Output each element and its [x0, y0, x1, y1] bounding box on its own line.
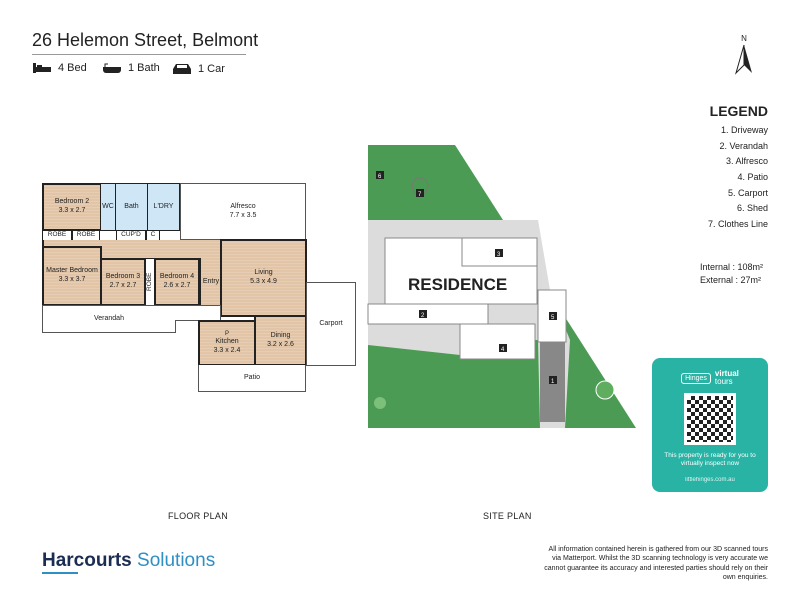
legend-item: 5. Carport [727, 188, 768, 198]
legend-title: LEGEND [709, 103, 768, 119]
room-laundry: L'DRY [147, 183, 180, 231]
patio: Patio [198, 365, 306, 392]
marker-driveway: 1 [551, 379, 555, 385]
marker-verandah: 2 [421, 313, 425, 319]
brand-tours: tours [714, 377, 733, 386]
marker-clothes-line: 7 [418, 192, 422, 198]
qr-code[interactable] [684, 393, 736, 445]
marker-shed: 6 [378, 174, 382, 180]
room-wc: WC [100, 183, 116, 231]
patio-area [459, 323, 536, 360]
harcourts-logo: Harcourts Solutions [42, 550, 216, 571]
room-bath: Bath [115, 183, 148, 231]
tree [595, 380, 615, 400]
verandah-area [367, 303, 489, 325]
bed-feature: 4 Bed [32, 62, 87, 74]
bath-feature: 1 Bath [102, 62, 160, 74]
north-arrow: N [734, 34, 754, 80]
property-address: 26 Helemon Street, Belmont [32, 30, 259, 50]
legend-item: 6. Shed [736, 203, 768, 213]
legend-item: 4. Patio [737, 172, 768, 182]
bath-count: 1 Bath [128, 62, 160, 74]
car-count: 1 Car [198, 62, 225, 75]
verandah: Verandah [42, 305, 176, 333]
brand-virtual: virtual [714, 369, 739, 378]
external-area: External : 27m² [700, 275, 762, 285]
north-label: N [741, 34, 747, 43]
legend-item: 7. Clothes Line [707, 219, 768, 229]
legend-item: 1. Driveway [720, 125, 768, 135]
bed-count: 4 Bed [58, 62, 87, 74]
bed-icon [33, 63, 51, 73]
marker-patio: 4 [501, 347, 505, 353]
site-plan-label: SITE PLAN [483, 511, 532, 521]
site-plan: RESIDENCE 1 2 3 4 5 6 7 [367, 145, 636, 428]
residence-label: RESIDENCE [408, 275, 507, 294]
legend-item: 2. Verandah [719, 141, 768, 151]
car-feature: 1 Car [172, 62, 225, 75]
hinges-logo: Hinges [681, 372, 711, 384]
shrub [374, 397, 386, 409]
floor-plan-label: FLOOR PLAN [168, 511, 229, 521]
north-arrow-icon [734, 44, 752, 75]
qr-url[interactable]: littlehinges.com.au [685, 476, 735, 483]
bath-icon [103, 63, 121, 73]
car-icon [173, 64, 191, 74]
qr-message: This property is ready for you to virtua… [664, 452, 756, 468]
carport: Carport [306, 282, 356, 366]
marker-carport: 5 [551, 315, 555, 321]
divider [32, 54, 246, 55]
marker-alfresco: 3 [497, 252, 501, 258]
legend-item: 3. Alfresco [725, 156, 768, 166]
room-entry: Entry [199, 258, 221, 306]
disclaimer: All information contained herein is gath… [544, 546, 768, 582]
logo-underline [42, 572, 78, 574]
verandah-extension [175, 305, 221, 321]
internal-area: Internal : 108m² [700, 262, 764, 272]
